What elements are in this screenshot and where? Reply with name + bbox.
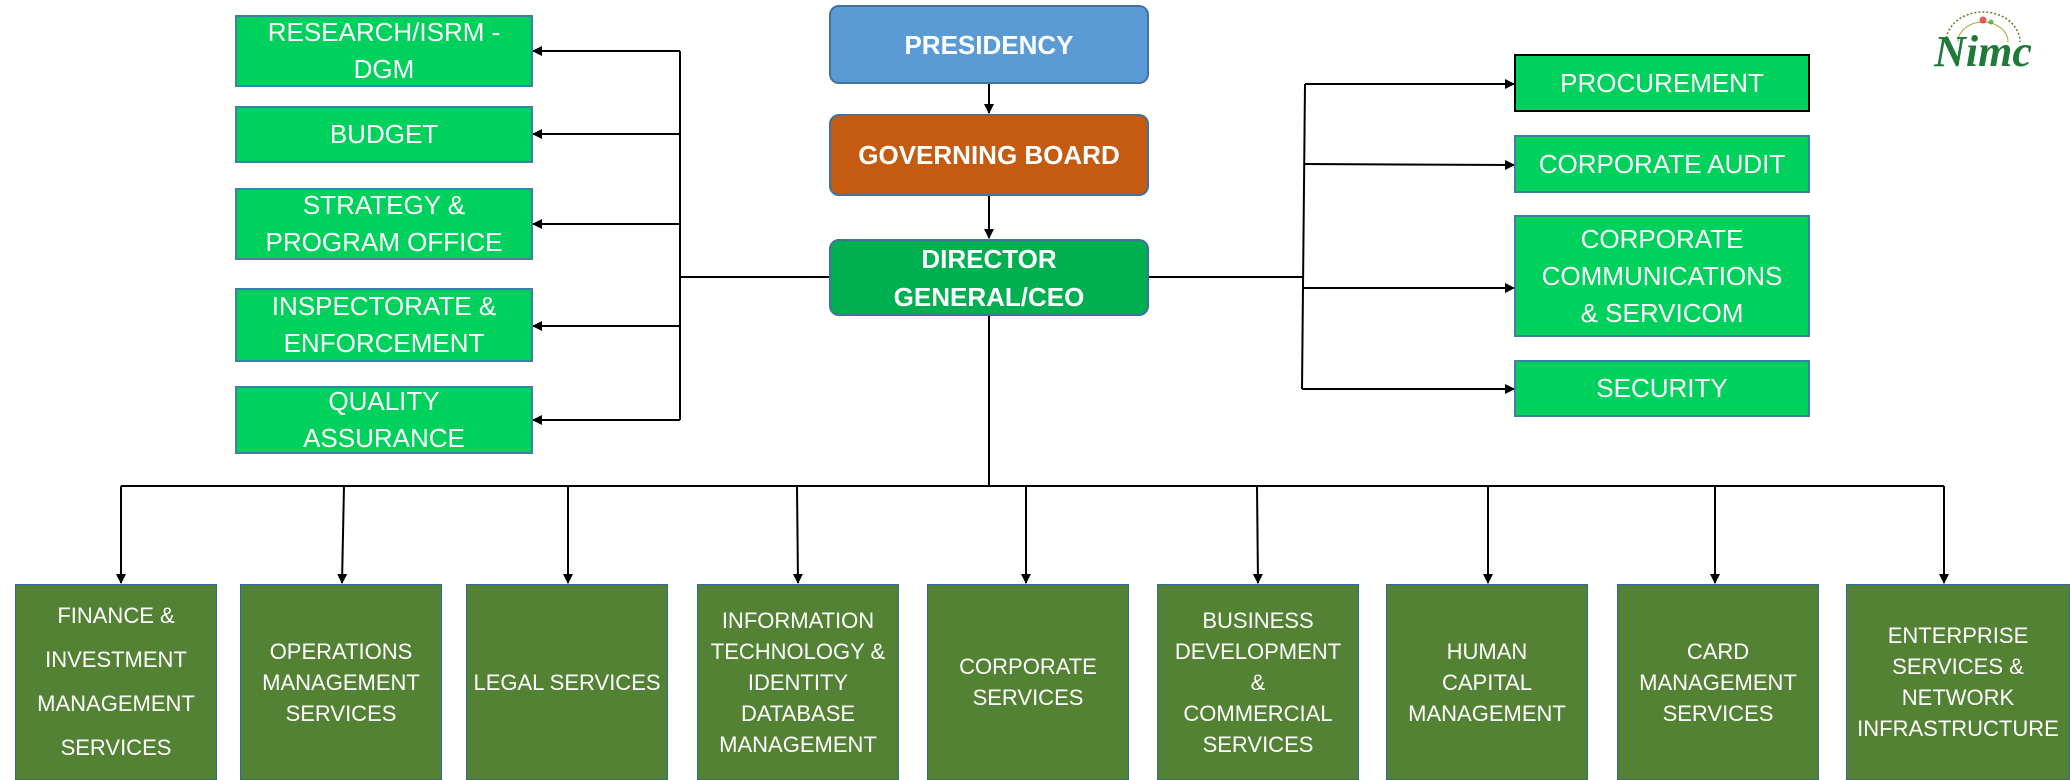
nimc-logo: Nimc bbox=[1918, 6, 2048, 84]
department-label: HUMAN CAPITAL MANAGEMENT bbox=[1408, 638, 1566, 726]
presidency-box: PRESIDENCY bbox=[829, 5, 1149, 84]
connector-dept-6 bbox=[1252, 485, 1263, 584]
department-finance: FINANCE & INVESTMENT MANAGEMENT SERVICES bbox=[15, 584, 217, 780]
right-unit-corporate-audit: CORPORATE AUDIT bbox=[1514, 135, 1810, 193]
right-unit-procurement: PROCUREMENT bbox=[1514, 54, 1810, 112]
department-label: FINANCE & INVESTMENT MANAGEMENT SERVICES bbox=[37, 603, 195, 760]
department-legal: LEGAL SERVICES bbox=[466, 584, 668, 780]
right-unit-label: CORPORATE COMMUNICATIONS & SERVICOM bbox=[1541, 223, 1783, 328]
department-enterprise-services: ENTERPRISE SERVICES & NETWORK INFRASTRUC… bbox=[1846, 584, 2070, 780]
director-general-label: DIRECTOR GENERAL/CEO bbox=[893, 243, 1085, 312]
logo-text: Nimc bbox=[1933, 27, 2032, 76]
governing-board-box: GOVERNING BOARD bbox=[829, 114, 1149, 196]
right-unit-label: CORPORATE AUDIT bbox=[1538, 148, 1786, 179]
connector-right-unit-2 bbox=[1303, 159, 1515, 170]
department-label: BUSINESS DEVELOPMENT & COMMERCIAL SERVIC… bbox=[1174, 607, 1342, 757]
left-unit-research: RESEARCH/ISRM - DGM bbox=[235, 15, 533, 87]
left-unit-budget: BUDGET bbox=[235, 106, 533, 163]
left-unit-label: QUALITY ASSURANCE bbox=[303, 386, 465, 453]
right-unit-label: PROCUREMENT bbox=[1560, 67, 1764, 98]
department-business-development: BUSINESS DEVELOPMENT & COMMERCIAL SERVIC… bbox=[1157, 584, 1359, 780]
department-label: CORPORATE SERVICES bbox=[959, 654, 1097, 710]
right-unit-security: SECURITY bbox=[1514, 360, 1810, 417]
right-unit-label: SECURITY bbox=[1596, 373, 1728, 403]
presidency-label: PRESIDENCY bbox=[904, 29, 1074, 60]
department-label: OPERATIONS MANAGEMENT SERVICES bbox=[262, 638, 420, 726]
department-label: INFORMATION TECHNOLOGY & IDENTITY DATABA… bbox=[710, 607, 886, 757]
department-operations: OPERATIONS MANAGEMENT SERVICES bbox=[240, 584, 442, 780]
director-general-box: DIRECTOR GENERAL/CEO bbox=[829, 239, 1149, 316]
left-unit-strategy: STRATEGY & PROGRAM OFFICE bbox=[235, 188, 533, 260]
department-label: LEGAL SERVICES bbox=[473, 669, 661, 695]
left-unit-label: RESEARCH/ISRM - DGM bbox=[267, 17, 501, 84]
left-unit-inspectorate: INSPECTORATE & ENFORCEMENT bbox=[235, 288, 533, 362]
connector-dept-4 bbox=[792, 485, 803, 584]
connector-right-trunk bbox=[1301, 83, 1306, 390]
department-information-technology: INFORMATION TECHNOLOGY & IDENTITY DATABA… bbox=[697, 584, 899, 780]
nimc-seal-icon: Nimc bbox=[1933, 11, 2032, 76]
department-corporate-services: CORPORATE SERVICES bbox=[927, 584, 1129, 780]
left-unit-label: BUDGET bbox=[329, 119, 439, 149]
governing-board-label: GOVERNING BOARD bbox=[858, 140, 1120, 170]
left-unit-label: INSPECTORATE & ENFORCEMENT bbox=[271, 291, 497, 358]
right-unit-corporate-communications: CORPORATE COMMUNICATIONS & SERVICOM bbox=[1514, 215, 1810, 337]
left-unit-quality-assurance: QUALITY ASSURANCE bbox=[235, 386, 533, 454]
department-label: CARD MANAGEMENT SERVICES bbox=[1639, 638, 1797, 726]
left-unit-label: STRATEGY & PROGRAM OFFICE bbox=[265, 190, 503, 257]
connector-dept-2 bbox=[337, 485, 348, 584]
department-human-capital: HUMAN CAPITAL MANAGEMENT bbox=[1386, 584, 1588, 780]
department-card-management: CARD MANAGEMENT SERVICES bbox=[1617, 584, 1819, 780]
department-label: ENTERPRISE SERVICES & NETWORK INFRASTRUC… bbox=[1857, 623, 2059, 741]
